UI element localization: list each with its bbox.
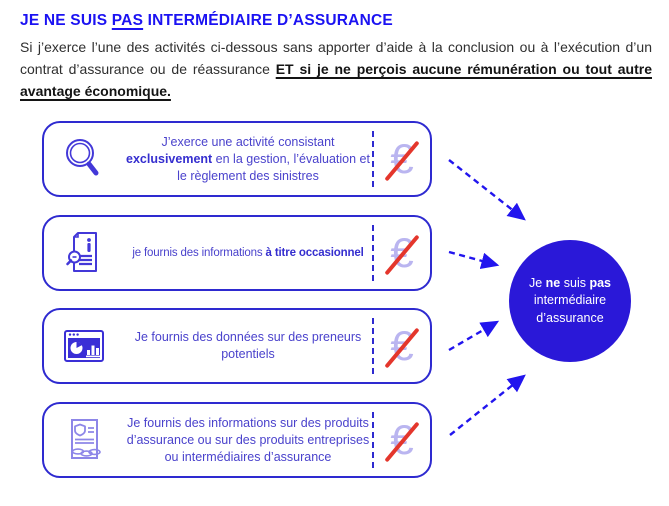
dashboard-icon — [44, 326, 124, 366]
activity-card-product-information: Je fournis des informations sur des prod… — [42, 402, 432, 478]
no-remuneration-icon: € — [374, 217, 430, 289]
card-text: J’exerce une activité consistant exclusi… — [126, 134, 370, 183]
info-document-icon — [44, 229, 124, 277]
magnifier-icon — [44, 135, 124, 183]
card-text: Je fournis des données sur des preneurs … — [134, 330, 362, 361]
no-remuneration-icon: € — [374, 404, 430, 476]
insurance-document-icon — [44, 416, 124, 464]
activity-card-claims-management: J’exerce une activité consistant exclusi… — [42, 121, 432, 197]
no-remuneration-icon: € — [374, 310, 430, 382]
arrow-card2-to-circle — [448, 250, 500, 270]
dashed-divider — [372, 225, 374, 281]
dashed-divider — [372, 412, 374, 468]
arrow-card4-to-circle — [449, 374, 526, 436]
dashed-divider — [372, 131, 374, 187]
activity-card-data-potential-policyholders: Je fournis des données sur des preneurs … — [42, 308, 432, 384]
page-title: JE NE SUIS PAS INTERMÉDIAIRE D’ASSURANCE — [20, 12, 393, 30]
activity-card-occasional-information: je fournis des informations à titre occa… — [42, 215, 432, 291]
intro-paragraph: Si j’exerce l’une des activités ci-desso… — [20, 36, 652, 102]
conclusion-circle: Je ne suis pas intermédiaire d’assurance — [509, 240, 631, 362]
arrow-card1-to-circle — [448, 159, 526, 221]
arrow-card3-to-circle — [448, 320, 500, 352]
intro-regular-text: Si j’exerce l’une des activités ci-desso… — [20, 39, 652, 77]
dashed-divider — [372, 318, 374, 374]
title-segment: INTERMÉDIAIRE D’ASSURANCE — [143, 12, 393, 29]
card-text: Je fournis des informations sur des prod… — [126, 415, 370, 464]
card-text: je fournis des informations à titre occa… — [132, 246, 364, 259]
title-segment: JE NE SUIS — [20, 12, 112, 29]
no-remuneration-icon: € — [374, 123, 430, 195]
conclusion-line-3: d’assurance — [536, 310, 604, 325]
conclusion-line-2: intermédiaire — [533, 293, 607, 308]
conclusion-line-1: Je ne suis pas — [528, 275, 611, 290]
intro-emphasis-text: ET si je ne perçois aucune rémunération … — [20, 61, 652, 99]
title-underlined-segment: PAS — [111, 12, 144, 29]
